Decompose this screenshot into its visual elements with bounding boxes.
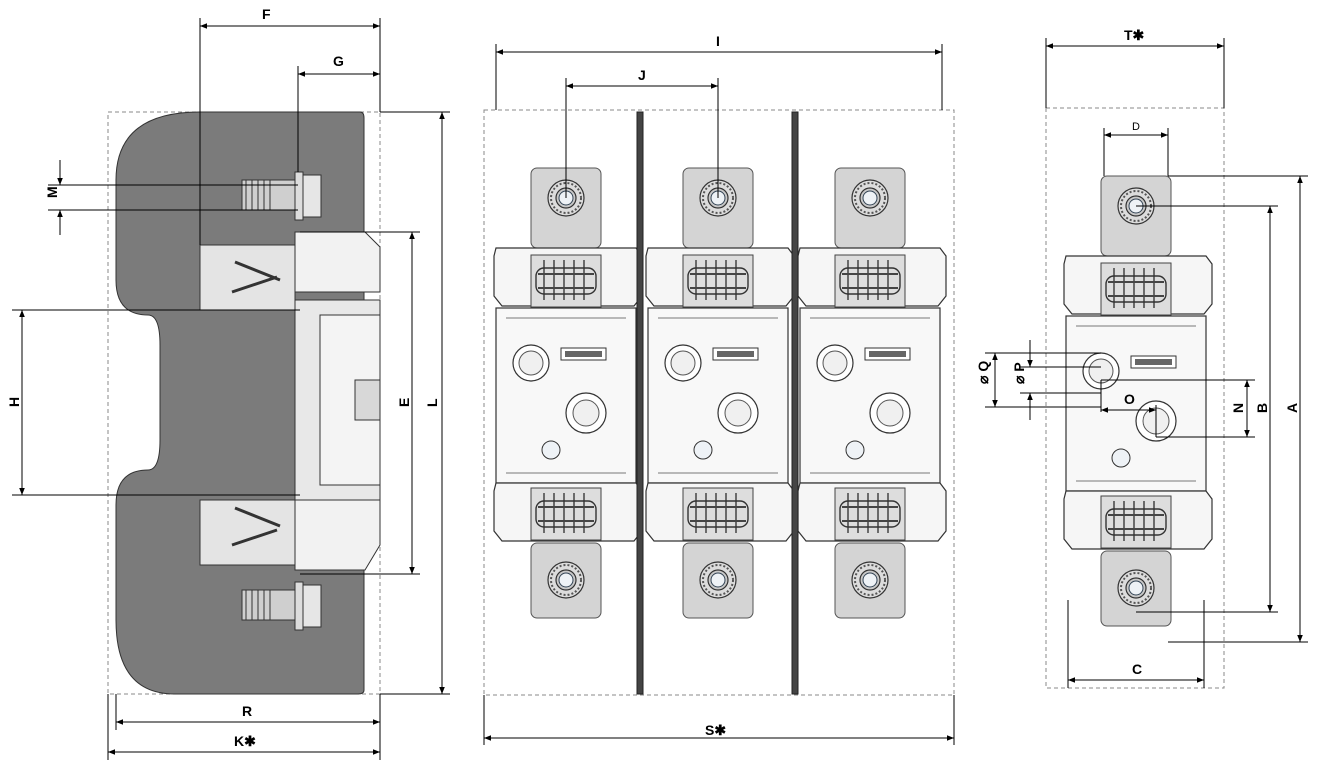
dim-label-d: D — [1132, 121, 1140, 133]
pole-1 — [494, 168, 642, 618]
dim-label-m: M — [44, 186, 60, 198]
dim-label-i: I — [716, 33, 720, 49]
dim-label-k: K✱ — [234, 733, 256, 749]
front-view-dimensions — [483, 44, 955, 745]
dim-label-e: E — [396, 398, 412, 407]
dim-label-h: H — [6, 397, 22, 407]
single-pole-view — [1045, 107, 1225, 689]
phase-barrier-2 — [791, 111, 799, 695]
single-pole-outline — [1045, 107, 1225, 689]
dim-label-r: R — [242, 703, 252, 719]
dim-label-f: F — [262, 6, 271, 22]
dim-label-a: A — [1284, 403, 1300, 413]
dim-label-t: T✱ — [1124, 27, 1145, 43]
front-view — [483, 109, 955, 696]
front-view-outline — [483, 109, 955, 696]
pole-3 — [798, 168, 946, 618]
pole-2 — [646, 168, 794, 618]
single-pole-dimensions — [985, 38, 1308, 688]
side-view-dimensions — [12, 18, 450, 760]
dim-label-s: S✱ — [705, 722, 726, 738]
dim-label-p: ⌀ P — [1011, 362, 1027, 384]
dim-label-q: ⌀ Q — [975, 361, 991, 384]
dim-label-c: C — [1132, 661, 1142, 677]
dim-label-n: N — [1230, 403, 1246, 413]
phase-barrier-1 — [636, 111, 644, 695]
dim-label-o: O — [1124, 391, 1135, 407]
dim-label-l: L — [424, 398, 440, 407]
single-pole — [1064, 176, 1212, 626]
dim-label-j: J — [638, 67, 646, 83]
side-view — [107, 111, 381, 695]
dim-label-b: B — [1254, 403, 1270, 413]
dim-label-g: G — [333, 53, 344, 69]
